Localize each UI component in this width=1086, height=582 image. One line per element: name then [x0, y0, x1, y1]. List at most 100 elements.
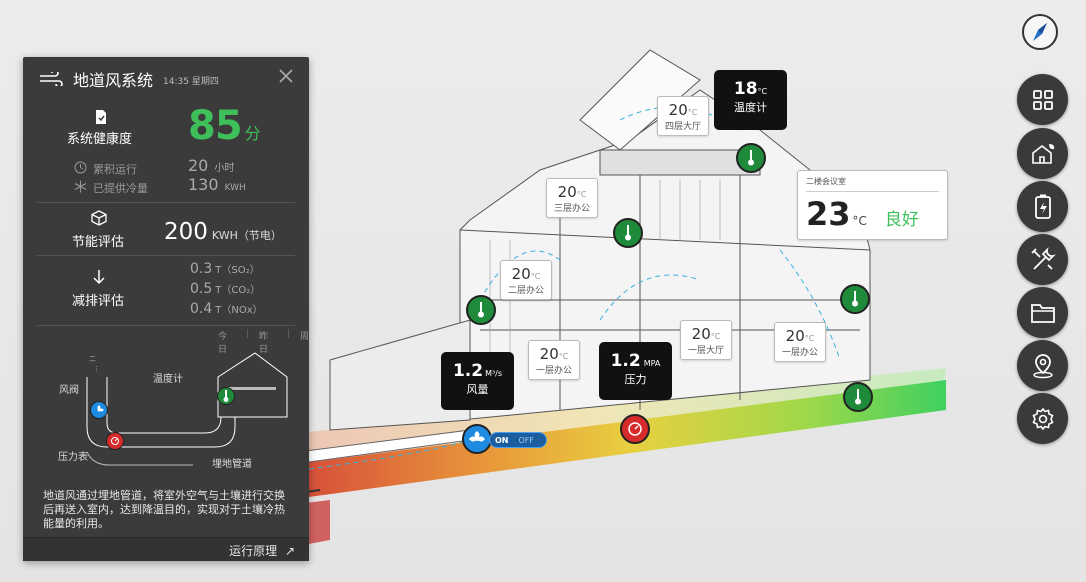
room-name: 一层大厅 — [687, 346, 724, 356]
tab-yesterday[interactable]: 昨日 — [258, 332, 268, 355]
ground-air-system-panel: 地道风系统 14:35 星期四 系统健康度 85 分 累积运行 20 小时 已提… — [23, 57, 309, 561]
energy-value-group: 200 KWH（节电） — [164, 219, 282, 245]
clock-icon — [74, 161, 87, 174]
system-diagram: 二 ⋮ — [86, 352, 288, 466]
emission-nox: 0.4 T（NOx） — [190, 301, 263, 317]
energy-unit: KWH（节电） — [211, 229, 282, 242]
airflow-unit: M³/s — [485, 369, 503, 378]
room-name: 一层办公 — [535, 366, 572, 376]
meeting-room-card[interactable]: 二楼会议室 23 °C 良好 — [797, 170, 948, 240]
nav-location-button[interactable] — [1017, 340, 1068, 391]
nav-energy-button[interactable] — [1017, 181, 1068, 232]
box-icon — [91, 210, 107, 226]
diagram-label-pipe: 埋地管道 — [212, 459, 252, 470]
emission-unit: T（NOx） — [215, 305, 263, 316]
fan-on-off-toggle[interactable]: ON OFF — [489, 432, 547, 448]
pressure-unit: MPA — [643, 359, 661, 368]
temp-unit: °C — [558, 352, 569, 361]
temp-unit: °C — [804, 334, 815, 343]
diagram-thermometer-icon — [217, 387, 235, 405]
diagram-gauge-icon — [106, 432, 124, 450]
emission-unit: T（SO₂） — [215, 265, 260, 276]
operating-principle-link[interactable]: 运行原理 ↗ — [229, 542, 295, 559]
home-leaf-icon — [1031, 143, 1054, 164]
arrow-down-icon — [93, 270, 105, 285]
svg-text:二: 二 — [89, 355, 96, 363]
meeting-room-reading: 23 °C 良好 — [806, 195, 947, 233]
temp-card-first-hall[interactable]: 20°C 一层大厅 — [680, 320, 732, 360]
temp-card-first-office-left[interactable]: 20°C 一层办公 — [528, 340, 580, 380]
panel-time: 14:35 星期四 — [163, 77, 219, 87]
location-icon — [1032, 353, 1053, 378]
temp-meter-unit: °C — [757, 87, 768, 96]
temp-meter-label: 温度计 — [734, 101, 767, 114]
runtime-value-group: 20 小时 — [188, 156, 234, 175]
emission-unit: T（CO₂） — [215, 285, 261, 296]
fan-icon[interactable] — [462, 424, 492, 454]
toggle-on-label: ON — [495, 435, 509, 445]
temp-meter-value: 18 — [733, 79, 758, 99]
tab-today[interactable]: 今日 — [218, 332, 228, 355]
meeting-status: 良好 — [884, 210, 919, 230]
temp-value: 20 — [785, 327, 805, 345]
pressure-gauge-icon[interactable] — [620, 414, 650, 444]
nav-dashboard-button[interactable] — [1017, 74, 1068, 125]
cooling-value-group: 130 KWH — [188, 175, 246, 194]
airflow-label: 风量 — [466, 383, 489, 396]
thermometer-icon[interactable] — [613, 218, 643, 248]
close-icon[interactable] — [277, 67, 295, 85]
temp-unit: °C — [530, 272, 541, 281]
emission-co2: 0.5 T（CO₂） — [190, 281, 260, 297]
health-score: 85 分 — [188, 103, 261, 149]
panel-header: 地道风系统 14:35 星期四 — [39, 67, 219, 91]
tab-week[interactable]: 周 — [299, 332, 309, 342]
settings-icon — [1031, 407, 1054, 430]
nav-home-button[interactable] — [1017, 128, 1068, 179]
arrow-up-right-icon: ↗ — [284, 544, 295, 558]
folder-icon — [1030, 303, 1055, 323]
nav-maintenance-button[interactable] — [1017, 234, 1068, 285]
diagram-label-thermometer: 温度计 — [153, 374, 183, 385]
temp-card-fourth-floor[interactable]: 20°C 四层大厅 — [657, 96, 709, 136]
emission-value: 0.5 — [190, 281, 213, 297]
diagram-fan-icon — [90, 401, 108, 419]
diagram-label-gauge: 压力表 — [58, 452, 88, 463]
temp-value: 20 — [511, 265, 531, 283]
thermometer-icon[interactable] — [840, 284, 870, 314]
temp-card-first-office-right[interactable]: 20°C 一层办公 — [774, 322, 826, 362]
panel-title: 地道风系统 — [73, 71, 154, 90]
temp-value: 20 — [691, 325, 711, 343]
temp-unit: °C — [687, 108, 698, 117]
tools-icon — [1030, 246, 1056, 270]
emission-value: 0.3 — [190, 261, 213, 277]
battery-icon — [1034, 194, 1051, 219]
room-name: 四层大厅 — [664, 122, 701, 132]
panel-footer: 运行原理 ↗ — [23, 537, 309, 561]
thermometer-icon[interactable] — [736, 143, 766, 173]
thermometer-icon[interactable] — [843, 382, 873, 412]
emission-so2: 0.3 T（SO₂） — [190, 261, 260, 277]
nav-files-button[interactable] — [1017, 287, 1068, 338]
meeting-temp-value: 23 — [806, 195, 851, 233]
grid-icon — [1032, 89, 1053, 110]
airflow-value: 1.2 — [452, 361, 484, 381]
cooling-label: 已提供冷量 — [93, 182, 148, 195]
compass-icon[interactable] — [1020, 12, 1060, 52]
room-name: 三层办公 — [553, 204, 590, 214]
room-name: 一层办公 — [781, 348, 818, 358]
svg-text:⋮: ⋮ — [93, 365, 100, 373]
temp-card-second-floor[interactable]: 20°C 二层办公 — [500, 260, 552, 300]
thermometer-icon[interactable] — [466, 295, 496, 325]
health-score-value: 85 — [188, 103, 243, 149]
temp-card-third-floor[interactable]: 20°C 三层办公 — [546, 178, 598, 218]
period-tabs: 今日 | 昨日 | 周 — [218, 329, 309, 355]
nav-settings-button[interactable] — [1017, 393, 1068, 444]
divider — [37, 255, 295, 256]
diagram-label-damper: 风阀 — [59, 385, 79, 396]
temp-meter-card[interactable]: 18°C 温度计 — [714, 70, 787, 130]
emission-label: 减排评估 — [72, 294, 125, 309]
runtime-label: 累积运行 — [93, 163, 137, 176]
